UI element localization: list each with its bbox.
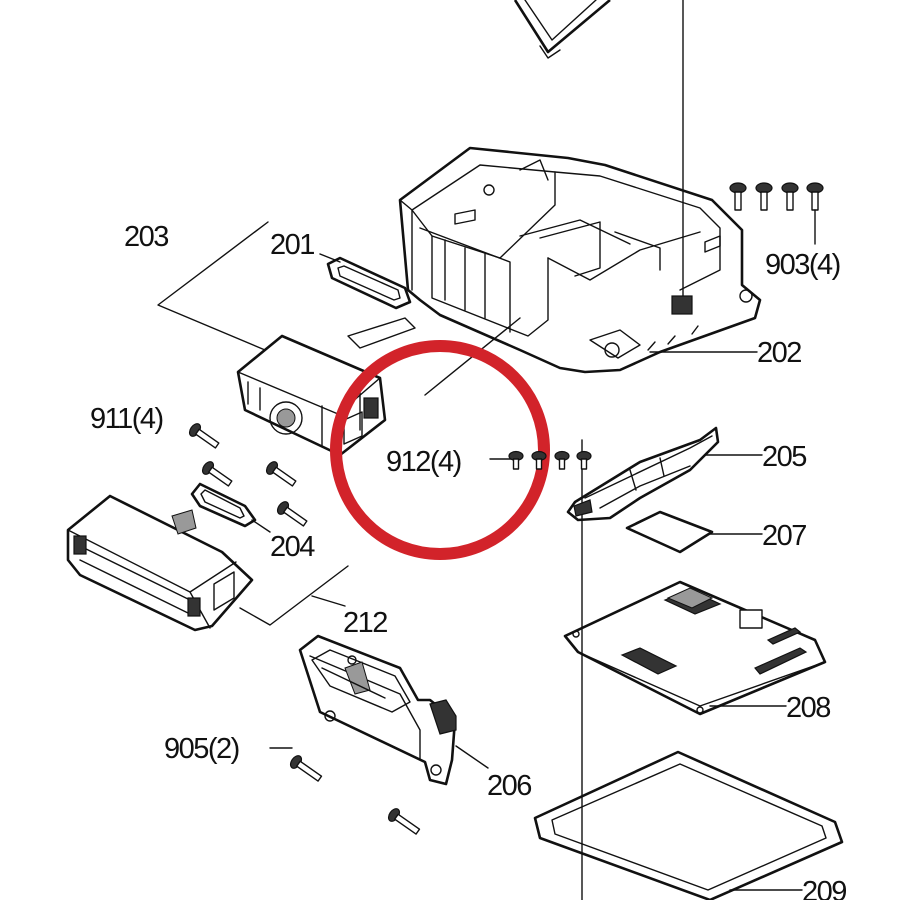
part-207-pad xyxy=(625,510,714,554)
screws-905 xyxy=(289,755,421,835)
label-911: 911(4) xyxy=(90,403,163,435)
highlight-circle xyxy=(330,340,550,560)
part-205-lever xyxy=(566,426,720,522)
label-905: 905(2) xyxy=(164,733,239,765)
leader-206 xyxy=(455,745,489,769)
label-912: 912(4) xyxy=(386,446,461,478)
label-205: 205 xyxy=(762,441,806,473)
label-206: 206 xyxy=(487,770,531,802)
part-209-frame xyxy=(533,750,844,900)
label-208: 208 xyxy=(786,692,830,724)
part-top-partial xyxy=(513,0,611,59)
label-903: 903(4) xyxy=(765,249,840,281)
label-207: 207 xyxy=(762,520,806,552)
screws-911 xyxy=(188,423,308,527)
leader-212 xyxy=(311,595,346,607)
leader-203 xyxy=(157,221,269,351)
part-208-board xyxy=(563,580,827,716)
part-202-housing xyxy=(398,146,762,374)
label-209: 209 xyxy=(802,876,846,900)
label-203: 203 xyxy=(124,221,168,253)
part-203-block xyxy=(236,317,416,457)
label-201: 201 xyxy=(270,229,314,261)
part-212-block xyxy=(66,494,254,632)
label-204: 204 xyxy=(270,531,315,563)
leader-212-bracket xyxy=(239,565,349,626)
leader-204 xyxy=(251,519,271,533)
part-204-gasket xyxy=(190,482,257,528)
part-201-gasket xyxy=(326,256,412,310)
label-202: 202 xyxy=(757,337,801,369)
screws-912 xyxy=(508,450,592,470)
screws-903 xyxy=(729,182,824,245)
part-206-plate xyxy=(298,634,457,786)
label-212: 212 xyxy=(343,607,387,639)
